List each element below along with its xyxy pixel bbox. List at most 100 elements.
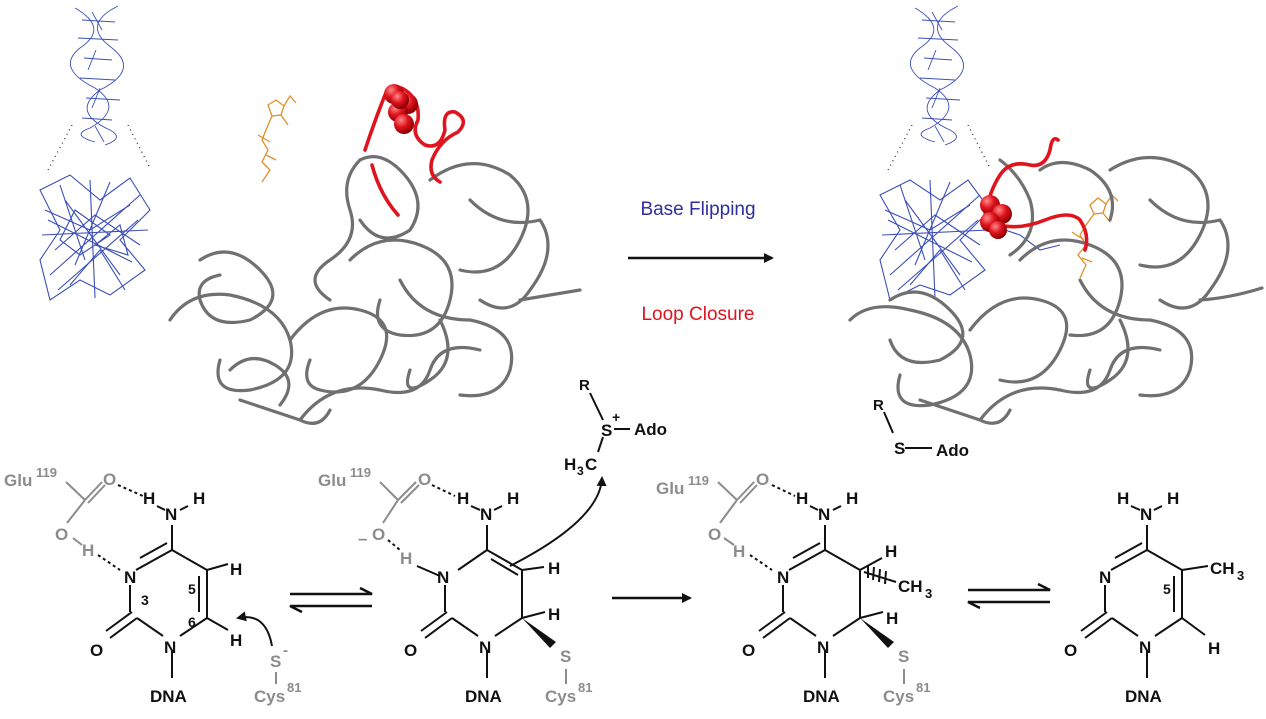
svg-text:O: O [372, 525, 385, 544]
svg-text:81: 81 [578, 680, 592, 695]
molecule-2-covalent-intermediate: Glu 119 O O – H H H N N H H O N DNA S [318, 465, 607, 706]
flipped-base-spheres-open [384, 84, 418, 134]
svg-text:H: H [548, 605, 560, 624]
svg-text:Glu: Glu [318, 471, 346, 490]
svg-text:3: 3 [1237, 568, 1244, 583]
svg-text:S: S [270, 652, 281, 671]
svg-text:H: H [796, 489, 808, 508]
base-flipping-label: Base Flipping [640, 199, 755, 220]
svg-text:N: N [164, 638, 176, 657]
dna-cross-section-right [879, 179, 1061, 301]
svg-text:O: O [756, 470, 769, 489]
svg-text:Glu: Glu [4, 471, 32, 490]
svg-text:N: N [479, 638, 491, 657]
svg-text:DNA: DNA [465, 687, 502, 706]
svg-text:H: H [548, 559, 560, 578]
svg-text:5: 5 [1163, 581, 1171, 597]
svg-text:O: O [418, 470, 431, 489]
svg-text:3: 3 [141, 592, 149, 608]
svg-text:CH: CH [898, 577, 923, 596]
svg-text:N: N [480, 505, 492, 524]
svg-text:81: 81 [916, 680, 930, 695]
svg-text:H: H [143, 489, 155, 508]
svg-text:81: 81 [287, 680, 301, 695]
dna-dotted-connectors-left [47, 124, 151, 171]
sam-cofactor: R S + Ado H 3 C [564, 377, 667, 478]
svg-text:Cys: Cys [254, 687, 285, 706]
svg-text:H: H [564, 455, 576, 474]
loop-closure-label: Loop Closure [641, 304, 754, 325]
svg-text:H: H [507, 489, 519, 508]
svg-text:+: + [612, 409, 620, 425]
svg-text:DNA: DNA [150, 687, 187, 706]
svg-text:N: N [165, 505, 177, 524]
equilibrium-arrow-1 [289, 586, 373, 614]
svg-text:-: - [283, 642, 288, 659]
svg-text:H: H [457, 489, 469, 508]
svg-text:H: H [886, 609, 898, 628]
svg-text:H: H [82, 541, 94, 560]
svg-text:N: N [437, 568, 449, 587]
molecule-3-methylated-intermediate: Glu 119 O O H H H N N H C [656, 470, 932, 706]
svg-text:N: N [124, 568, 136, 587]
svg-text:H: H [193, 489, 205, 508]
equilibrium-arrow-2 [967, 582, 1051, 610]
sam-ligand-left [257, 94, 297, 183]
svg-text:119: 119 [36, 465, 57, 480]
svg-text:CH: CH [1210, 559, 1235, 578]
svg-text:Cys: Cys [883, 687, 914, 706]
svg-text:3: 3 [577, 464, 584, 478]
svg-text:S: S [601, 421, 612, 440]
svg-text:119: 119 [350, 465, 371, 480]
protein-backbone-right [848, 155, 1264, 425]
svg-text:O: O [1064, 641, 1077, 660]
protein-loop-closed [983, 136, 1089, 252]
svg-text:N: N [1140, 505, 1152, 524]
svg-text:R: R [579, 377, 590, 394]
dna-helix-left [70, 5, 124, 146]
svg-text:O: O [742, 641, 755, 660]
svg-text:Cys: Cys [545, 687, 576, 706]
svg-text:R: R [873, 397, 884, 414]
svg-text:5: 5 [188, 581, 196, 597]
svg-text:–: – [358, 529, 367, 548]
svg-text:H: H [733, 542, 745, 561]
svg-text:H: H [1208, 639, 1220, 658]
svg-text:Ado: Ado [936, 441, 969, 460]
svg-text:N: N [818, 505, 830, 524]
svg-text:N: N [777, 568, 789, 587]
sah-cofactor: R S Ado [873, 397, 969, 460]
protein-backbone-left [168, 155, 582, 425]
svg-text:O: O [103, 470, 116, 489]
svg-text:S: S [560, 647, 571, 666]
svg-text:Glu: Glu [656, 479, 684, 498]
svg-text:O: O [708, 525, 721, 544]
svg-text:H: H [846, 489, 858, 508]
svg-text:H: H [1117, 489, 1129, 508]
svg-text:O: O [55, 525, 68, 544]
dna-helix-right [910, 5, 964, 146]
svg-text:S: S [898, 647, 909, 666]
svg-text:H: H [400, 549, 412, 568]
svg-text:N: N [1099, 568, 1111, 587]
flipped-base-spheres-closed [980, 195, 1012, 239]
svg-text:DNA: DNA [1125, 687, 1162, 706]
svg-text:S: S [894, 439, 905, 458]
svg-text:N: N [1139, 638, 1151, 657]
svg-text:3: 3 [925, 586, 932, 601]
molecule-4-5-methylcytosine: H H N N 5 CH 3 H O N DNA [1064, 489, 1244, 706]
svg-text:H: H [230, 560, 242, 579]
dna-dotted-connectors-right [887, 124, 991, 171]
svg-text:H: H [885, 542, 897, 561]
molecule-1-cytosine-complex: Glu 119 O O H H H N N 3 5 6 H H O N [4, 465, 301, 706]
svg-text:DNA: DNA [803, 687, 840, 706]
svg-text:Ado: Ado [634, 420, 667, 439]
svg-text:6: 6 [188, 614, 196, 630]
svg-text:O: O [404, 641, 417, 660]
svg-text:N: N [817, 638, 829, 657]
svg-text:119: 119 [688, 473, 709, 488]
svg-text:O: O [90, 641, 103, 660]
svg-text:H: H [230, 631, 242, 650]
